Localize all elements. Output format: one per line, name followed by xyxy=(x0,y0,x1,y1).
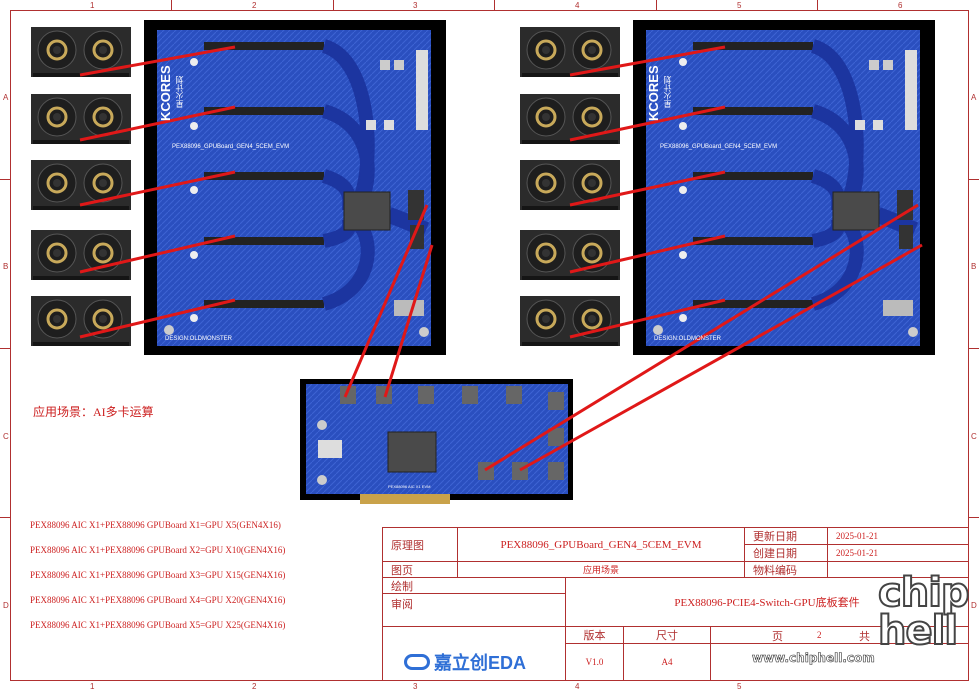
config-line-3: PEX88096 AIC X1+PEX88096 GPUBoard X3=GPU… xyxy=(30,570,286,580)
gpu-card xyxy=(520,160,620,210)
gpu-board-right xyxy=(633,20,935,355)
size-label: 尺寸 xyxy=(623,626,711,644)
ruler-col-1-bottom: 1 xyxy=(90,682,95,691)
drawing-frame xyxy=(10,10,969,681)
title-block: 原理图 PEX88096_GPUBoard_GEN4_5CEM_EVM 更新日期… xyxy=(382,527,969,681)
created-value: 2025-01-21 xyxy=(827,544,969,562)
ruler-tick xyxy=(656,0,657,10)
ruler-tick xyxy=(0,348,10,349)
ruler-row-c: C xyxy=(3,432,9,441)
ruler-col-3-bottom: 3 xyxy=(413,682,418,691)
gpu-board-left xyxy=(144,20,446,355)
total-value: 2 xyxy=(910,630,915,640)
eda-logo-icon xyxy=(404,654,430,670)
gpu-card xyxy=(31,296,131,346)
schematic-value: PEX88096_GPUBoard_GEN4_5CEM_EVM xyxy=(457,527,745,562)
config-line-2: PEX88096 AIC X1+PEX88096 GPUBoard X2=GPU… xyxy=(30,545,286,555)
aic-label: PEX88096 AIC X1 EVM xyxy=(388,484,431,489)
ruler-col-6: 6 xyxy=(898,1,903,10)
ruler-tick xyxy=(969,517,979,518)
gpu-card xyxy=(31,94,131,144)
ruler-row-c-right: C xyxy=(971,432,977,441)
ruler-col-5: 5 xyxy=(737,1,742,10)
gpu-card xyxy=(520,94,620,144)
ruler-col-2: 2 xyxy=(252,1,257,10)
ruler-tick xyxy=(333,0,334,10)
updated-label: 更新日期 xyxy=(744,527,828,545)
board-label-left: PEX88096_GPUBoard_GEN4_5CEM_EVM xyxy=(172,144,290,150)
scene-label: 应用场景：AI多卡运算 xyxy=(33,405,154,419)
config-line-5: PEX88096 AIC X1+PEX88096 GPUBoard X5=GPU… xyxy=(30,620,286,630)
review-label: 审阅 xyxy=(382,593,566,627)
ruler-tick xyxy=(969,179,979,180)
ruler-tick xyxy=(0,517,10,518)
ruler-tick xyxy=(969,348,979,349)
ruler-row-d: D xyxy=(3,601,9,610)
ruler-tick xyxy=(0,179,10,180)
ruler-col-4: 4 xyxy=(575,1,580,10)
eda-logo: 嘉立创EDA xyxy=(404,649,526,675)
page-label: 页 xyxy=(772,631,783,643)
ruler-row-a-right: A xyxy=(971,93,977,102)
gpu-card xyxy=(31,160,131,210)
version-value: V1.0 xyxy=(565,643,624,681)
sheet-label: 图页 xyxy=(382,561,458,578)
material-label: 物料编码 xyxy=(744,561,828,578)
ruler-tick xyxy=(171,0,172,10)
ruler-row-b: B xyxy=(3,262,9,271)
ruler-row-a: A xyxy=(3,93,9,102)
ruler-row-d-right: D xyxy=(971,601,977,610)
ruler-col-4-bottom: 4 xyxy=(575,682,580,691)
created-label: 创建日期 xyxy=(744,544,828,562)
board-brand-sub-right: 星火计划 xyxy=(663,76,672,108)
ruler-col-2-bottom: 2 xyxy=(252,682,257,691)
gpu-link-lines xyxy=(79,45,923,472)
schematic-label: 原理图 xyxy=(382,527,458,562)
ruler-row-b-right: B xyxy=(971,262,977,271)
ruler-col-1: 1 xyxy=(90,1,95,10)
config-line-1: PEX88096 AIC X1+PEX88096 GPUBoard X1=GPU… xyxy=(30,520,281,530)
version-label: 版本 xyxy=(565,626,624,644)
gpu-card xyxy=(520,230,620,280)
board-brand-sub-left: 星火计划 xyxy=(175,76,184,108)
board-designer-right: DESIGN:OLDMONSTER xyxy=(654,336,722,342)
watermark-logo: chip hell xyxy=(877,570,971,654)
board-designer-left: DESIGN:OLDMONSTER xyxy=(165,336,233,342)
gpu-card xyxy=(31,230,131,280)
total-label: 共 xyxy=(859,631,870,643)
eda-logo-text: 嘉立创EDA xyxy=(434,653,527,673)
size-value: A4 xyxy=(623,643,711,681)
ruler-col-3: 3 xyxy=(413,1,418,10)
page-value: 2 xyxy=(817,630,822,640)
updated-value: 2025-01-21 xyxy=(827,527,969,545)
aic-card xyxy=(300,379,573,504)
drawn-label: 绘制 xyxy=(382,577,566,594)
board-label-right: PEX88096_GPUBoard_GEN4_5CEM_EVM xyxy=(660,144,778,150)
gpu-card xyxy=(520,296,620,346)
ruler-tick xyxy=(817,0,818,10)
ruler-col-5-bottom: 5 xyxy=(737,682,742,691)
config-line-4: PEX88096 AIC X1+PEX88096 GPUBoard X4=GPU… xyxy=(30,595,286,605)
ruler-tick xyxy=(494,0,495,10)
footer-cell xyxy=(710,643,969,681)
sheet-value: 应用场景 xyxy=(457,561,745,578)
watermark-url: www.chiphell.com xyxy=(752,651,875,666)
